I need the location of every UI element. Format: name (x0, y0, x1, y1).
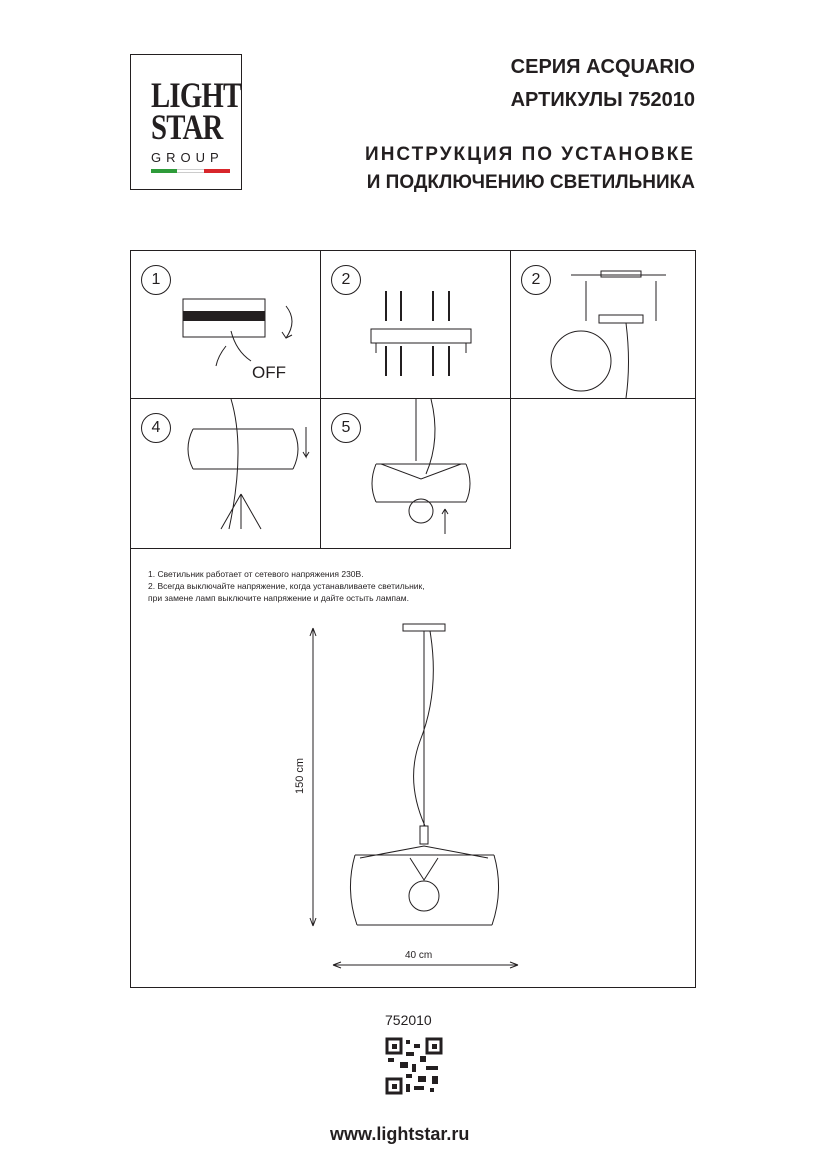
note-1: 1. Светильник работает от сетевого напря… (148, 569, 364, 579)
step-number: 1 (141, 265, 171, 295)
circuit-breaker-illustration (182, 298, 293, 367)
logo-line1: LIGHT (151, 75, 242, 115)
note-2-cont: при замене ламп выключите напряжение и д… (148, 593, 409, 603)
note-2: 2. Всегда выключайте напряжение, когда у… (148, 581, 425, 591)
series-title: СЕРИЯ ACQUARIO (510, 56, 695, 78)
off-label: OFF (252, 363, 286, 382)
bulb-install-illustration (371, 398, 471, 534)
shade-install-illustration (187, 398, 310, 530)
logo-line3: GROUP (151, 150, 224, 165)
doc-title-1: ИНСТРУКЦИЯ ПО УСТАНОВКЕ (365, 144, 695, 165)
safety-notes: 1. Светильник работает от сетевого напря… (148, 568, 425, 604)
step-number: 4 (141, 413, 171, 443)
ceiling-mount-illustration (550, 270, 666, 399)
step-number: 2 (331, 265, 361, 295)
height-dimension: 150 cm (294, 757, 306, 795)
step-1-panel: 1 OFF (130, 250, 321, 399)
footer-article: 752010 (385, 1012, 432, 1028)
step-3-panel: 2 (510, 250, 696, 399)
step-5-panel: 5 (320, 398, 511, 549)
step-number: 5 (331, 413, 361, 443)
width-dimension: 40 cm (405, 950, 433, 961)
articles-title: АРТИКУЛЫ 752010 (510, 89, 695, 111)
logo-line2: STAR (151, 107, 223, 147)
doc-title-2: И ПОДКЛЮЧЕНИЮ СВЕТИЛЬНИКА (366, 172, 695, 193)
mounting-bracket-illustration (370, 291, 472, 376)
lightstar-logo: LIGHT STAR GROUP (130, 54, 242, 190)
qr-code (385, 1037, 443, 1095)
italian-flag (151, 169, 230, 173)
website-link[interactable]: www.lightstar.ru (330, 1124, 470, 1144)
step-number: 2 (521, 265, 551, 295)
